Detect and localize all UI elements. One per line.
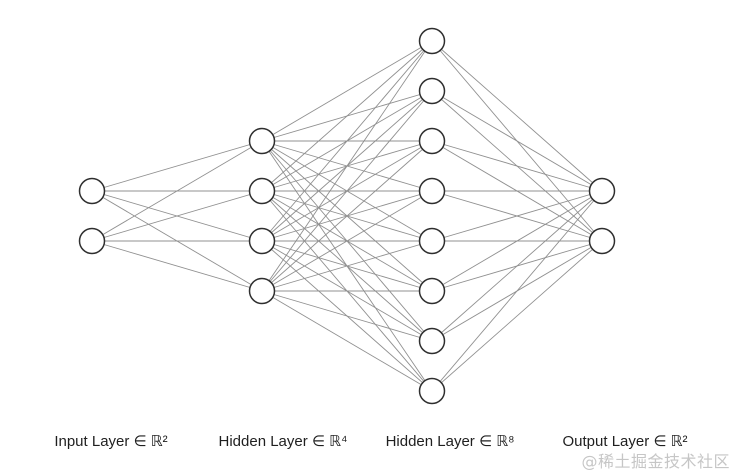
label-group: Input Layer ∈ ℝ² Hidden Layer ∈ ℝ⁴ Hidden … [54, 433, 687, 450]
edge-input-2-to-hidden1-1 [91, 140, 263, 242]
edge-hidden1-1-to-hidden2-1 [261, 40, 433, 142]
neuron-output-1 [588, 177, 616, 205]
edge-group [91, 40, 603, 392]
edge-hidden1-4-to-hidden2-1 [261, 40, 433, 292]
edge-hidden2-2-to-output-1 [431, 90, 603, 192]
edge-hidden1-4-to-hidden2-2 [261, 90, 433, 292]
edge-hidden2-5-to-output-1 [431, 190, 603, 242]
edge-hidden1-4-to-hidden2-4 [261, 190, 433, 292]
neuron-hidden2-3 [418, 127, 446, 155]
edge-hidden2-8-to-output-2 [431, 240, 603, 392]
neuron-hidden2-6 [418, 277, 446, 305]
neuron-hidden2-5 [418, 227, 446, 255]
edge-hidden2-6-to-output-1 [431, 190, 603, 292]
neuron-hidden1-4 [248, 277, 276, 305]
neuron-output-2 [588, 227, 616, 255]
neuron-hidden2-8 [418, 377, 446, 405]
neuron-input-1 [78, 177, 106, 205]
edge-hidden2-3-to-output-1 [431, 140, 603, 192]
edge-hidden1-4-to-hidden2-7 [261, 290, 433, 342]
layer-label-output: Output Layer ∈ ℝ² [563, 433, 688, 450]
neuron-hidden2-4 [418, 177, 446, 205]
watermark-text: @稀土掘金技术社区 [581, 452, 730, 471]
layer-label-hidden2: Hidden Layer ∈ ℝ⁸ [386, 433, 515, 450]
edge-input-1-to-hidden1-1 [91, 140, 263, 192]
layer-label-hidden1: Hidden Layer ∈ ℝ⁴ [219, 433, 348, 450]
edge-hidden1-4-to-hidden2-5 [261, 240, 433, 292]
edge-input-2-to-hidden1-2 [91, 190, 263, 242]
edge-hidden1-4-to-hidden2-3 [261, 140, 433, 292]
neuron-hidden2-7 [418, 327, 446, 355]
neuron-hidden1-3 [248, 227, 276, 255]
edge-hidden2-1-to-output-1 [431, 40, 603, 192]
neuron-hidden1-2 [248, 177, 276, 205]
edge-input-2-to-hidden1-4 [91, 240, 263, 292]
neuron-hidden2-2 [418, 77, 446, 105]
layer-label-input: Input Layer ∈ ℝ² [54, 433, 167, 450]
neuron-input-2 [78, 227, 106, 255]
edge-hidden1-3-to-hidden2-1 [261, 40, 433, 242]
edge-hidden2-7-to-output-1 [431, 190, 603, 342]
edge-hidden1-4-to-hidden2-8 [261, 290, 433, 392]
edge-hidden2-8-to-output-1 [431, 190, 603, 392]
neuron-hidden2-1 [418, 27, 446, 55]
node-group [78, 27, 616, 405]
neuron-hidden1-1 [248, 127, 276, 155]
edge-hidden1-2-to-hidden2-1 [261, 40, 433, 192]
